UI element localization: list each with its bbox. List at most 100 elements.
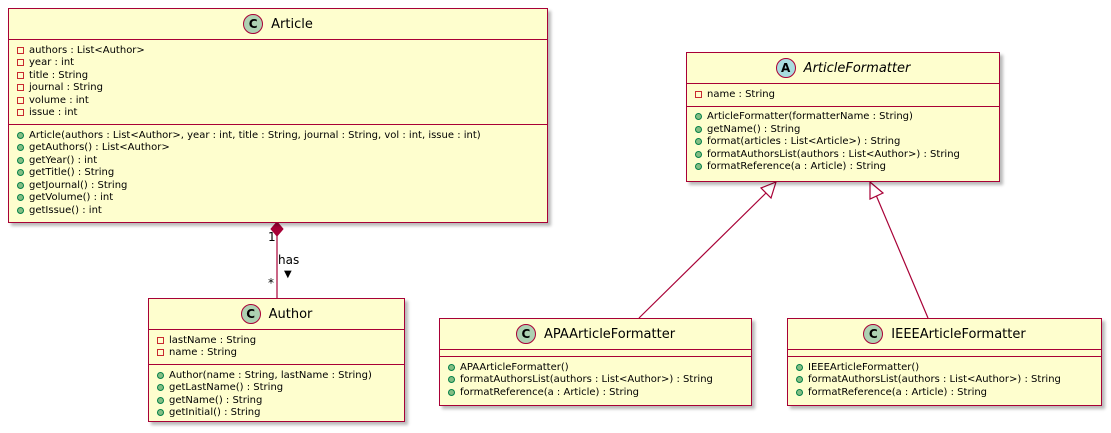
method-row: getIssue() : int [17,204,539,217]
methods-section: APAArticleFormatter()formatAuthorsList(a… [440,356,751,404]
method-text: formatAuthorsList(authors : List<Author>… [460,374,713,386]
method-text: Author(name : String, lastName : String) [169,369,372,381]
method-text: getYear() : int [29,154,98,166]
generalization-line-ieee [875,194,929,319]
public-visibility-icon [17,131,24,139]
method-row: getYear() : int [17,154,539,167]
class-stereotype-icon: C [240,304,261,324]
method-row: Author(name : String, lastName : String) [157,369,396,382]
field-text: title : String [29,69,89,81]
method-row: formatReference(a : Article) : String [448,386,743,399]
field-text: volume : int [29,94,89,106]
public-visibility-icon [17,169,24,177]
public-visibility-icon [448,363,455,371]
method-row: format(articles : List<Article>) : Strin… [695,136,991,149]
public-visibility-icon [448,376,455,384]
fields-section [788,349,1101,356]
private-visibility-icon [17,46,24,54]
method-row: ArticleFormatter(formatterName : String) [695,111,991,124]
class-stereotype-icon: C [863,324,884,344]
method-row: formatAuthorsList(authors : List<Author>… [695,148,991,161]
class-ieee-article-formatter[interactable]: C IEEEArticleFormatter IEEEArticleFormat… [787,318,1102,406]
method-row: getAuthors() : List<Author> [17,142,539,155]
public-visibility-icon [796,376,803,384]
class-name: IEEEArticleFormatter [891,326,1026,342]
class-name: ArticleFormatter [803,60,911,76]
relation-label: has [278,253,300,267]
method-row: getTitle() : String [17,167,539,180]
method-text: formatReference(a : Article) : String [460,386,640,398]
private-visibility-icon [17,96,24,104]
public-visibility-icon [157,384,164,392]
private-visibility-icon [17,84,24,92]
method-row: formatAuthorsList(authors : List<Author>… [796,374,1093,387]
private-visibility-icon [695,90,702,98]
public-visibility-icon [157,409,164,417]
class-apa-article-formatter[interactable]: C APAArticleFormatter APAArticleFormatte… [439,318,752,406]
generalization-arrow-ieee [869,180,885,200]
abstract-stereotype-icon: A [775,58,796,78]
fields-section [440,349,751,356]
method-text: getAuthors() : List<Author> [29,142,170,154]
field-row: issue : int [17,107,539,120]
field-row: title : String [17,69,539,82]
method-text: format(articles : List<Article>) : Strin… [707,136,901,148]
class-name: APAArticleFormatter [543,326,676,342]
class-article-formatter[interactable]: A ArticleFormatter name : String Article… [686,52,1000,182]
private-visibility-icon [17,109,24,117]
public-visibility-icon [17,194,24,202]
class-header: C APAArticleFormatter [440,319,751,349]
field-text: name : String [169,347,237,359]
method-text: formatAuthorsList(authors : List<Author>… [707,148,960,160]
method-text: getIssue() : int [29,204,102,216]
method-text: APAArticleFormatter() [460,361,569,373]
public-visibility-icon [695,150,702,158]
generalization-line-apa [638,192,767,319]
method-row: getJournal() : String [17,179,539,192]
private-visibility-icon [17,71,24,79]
generalization-arrow-apa [759,180,777,200]
method-text: getJournal() : String [29,179,128,191]
method-row: IEEEArticleFormatter() [796,361,1093,374]
method-row: getName() : String [157,394,396,407]
class-article[interactable]: C Article authors : List<Author>year : i… [8,8,548,223]
public-visibility-icon [695,163,702,171]
field-text: journal : String [29,82,103,94]
public-visibility-icon [695,113,702,121]
method-text: getVolume() : int [29,192,114,204]
field-row: name : String [695,88,991,101]
private-visibility-icon [157,349,164,357]
field-row: journal : String [17,82,539,95]
field-row: name : String [157,347,396,360]
class-header: A ArticleFormatter [687,53,999,83]
method-text: formatAuthorsList(authors : List<Author>… [808,374,1061,386]
method-text: getName() : String [707,123,801,135]
public-visibility-icon [17,206,24,214]
direction-arrow: ▼ [284,269,292,280]
public-visibility-icon [17,144,24,152]
method-text: getLastName() : String [169,382,284,394]
field-row: authors : List<Author> [17,44,539,57]
public-visibility-icon [695,125,702,133]
methods-section: Author(name : String, lastName : String)… [149,364,404,424]
field-row: year : int [17,57,539,70]
method-row: formatReference(a : Article) : String [796,386,1093,399]
field-text: year : int [29,57,75,69]
public-visibility-icon [695,138,702,146]
method-text: formatReference(a : Article) : String [707,161,887,173]
public-visibility-icon [157,396,164,404]
public-visibility-icon [796,388,803,396]
method-row: getName() : String [695,123,991,136]
method-text: Article(authors : List<Author>, year : i… [29,129,481,141]
private-visibility-icon [157,336,164,344]
method-text: formatReference(a : Article) : String [808,386,988,398]
method-text: getTitle() : String [29,167,115,179]
method-row: getVolume() : int [17,192,539,205]
method-text: getInitial() : String [169,407,261,419]
field-text: name : String [707,88,775,100]
field-row: lastName : String [157,334,396,347]
public-visibility-icon [157,371,164,379]
